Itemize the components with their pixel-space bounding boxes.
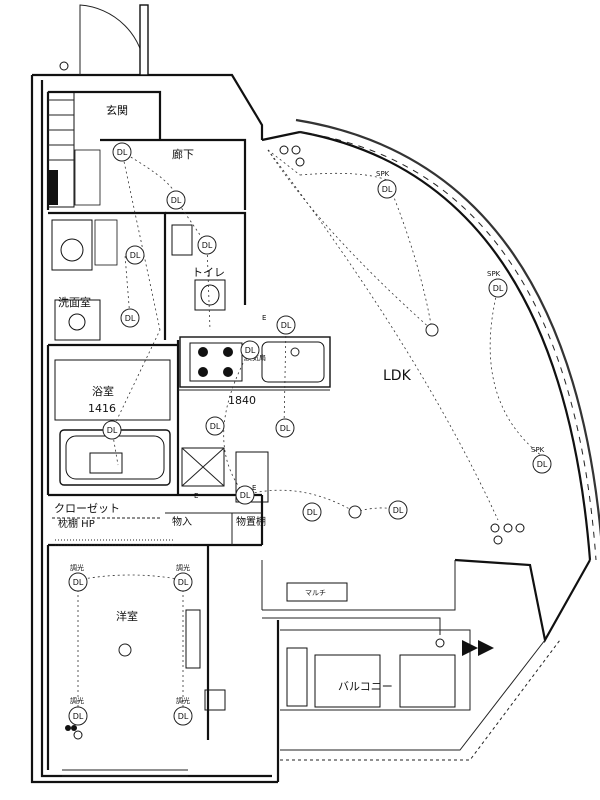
shoe-cabinet xyxy=(47,91,101,208)
dl-bedroom-2: DL xyxy=(173,572,193,592)
dl-bedroom-4: DL xyxy=(173,706,193,726)
dl-bathroom: DL xyxy=(102,420,122,440)
label-kitchen-width: 1840 xyxy=(228,394,256,407)
label-ldk: LDK xyxy=(383,368,412,384)
svg-text:DL: DL xyxy=(178,578,189,587)
spk-label-1: SPK xyxy=(376,170,390,178)
label-entrance: 玄関 xyxy=(106,103,128,117)
svg-text:DL: DL xyxy=(382,185,393,194)
sensor-label-3: E xyxy=(252,484,256,492)
interior-walls xyxy=(46,90,264,770)
closet-shelf xyxy=(52,517,175,546)
svg-text:DL: DL xyxy=(240,491,251,500)
svg-text:DL: DL xyxy=(125,314,136,323)
svg-text:DL: DL xyxy=(281,321,292,330)
sensor-label-2: E xyxy=(194,492,198,500)
sensor-labels: E E E xyxy=(194,314,266,500)
wiring xyxy=(77,149,543,716)
dl-toilet: DL xyxy=(197,235,217,255)
label-closet-sub: 枕棚 HP xyxy=(58,517,95,530)
svg-text:DL: DL xyxy=(178,712,189,721)
dl-ldk-1: DL xyxy=(302,502,322,522)
dl-kitchen-4: DL xyxy=(275,418,295,438)
washroom-fixtures xyxy=(51,219,118,341)
dimmer-label-2: 調光 xyxy=(176,563,190,572)
spk-label-2: SPK xyxy=(487,270,501,278)
dl-hallway: DL xyxy=(166,190,186,210)
dimmer-label-1: 調光 xyxy=(70,563,84,572)
toilet-fixture xyxy=(171,224,226,311)
label-multi: マルチ xyxy=(305,589,326,597)
label-bedroom: 洋室 xyxy=(116,609,138,623)
svg-text:DL: DL xyxy=(202,241,213,250)
label-bath-size: 1416 xyxy=(88,402,116,415)
dl-kitchen-1: DL xyxy=(276,315,296,335)
label-storage: 物入 xyxy=(172,515,192,528)
label-toilet: トイレ xyxy=(192,266,225,279)
svg-text:DL: DL xyxy=(393,506,404,515)
kitchen-storage xyxy=(181,447,269,503)
switches xyxy=(59,61,525,740)
dl-ldk-spk-2: DL xyxy=(488,278,508,298)
svg-text:DL: DL xyxy=(537,460,548,469)
dl-ldk-spk-1: DL xyxy=(377,179,397,199)
svg-text:DL: DL xyxy=(107,426,118,435)
dl-washroom-2: DL xyxy=(120,308,140,328)
balcony xyxy=(280,629,561,761)
plain-lights xyxy=(118,323,439,657)
curved-window-wall xyxy=(295,118,600,561)
svg-text:DL: DL xyxy=(280,424,291,433)
svg-text:DL: DL xyxy=(73,712,84,721)
dl-storage: DL xyxy=(235,485,255,505)
dimmer-label-3: 調光 xyxy=(70,696,84,705)
label-bathroom: 浴室 xyxy=(92,384,114,398)
svg-text:DL: DL xyxy=(210,422,221,431)
label-hallway: 廊下 xyxy=(172,147,194,161)
label-balcony: バルコニー xyxy=(338,680,393,693)
svg-text:DL: DL xyxy=(307,508,318,517)
dl-kitchen-2: DL xyxy=(240,340,260,360)
sensor-label-1: E xyxy=(262,314,266,322)
svg-text:DL: DL xyxy=(493,284,504,293)
dimmer-labels: 調光 調光 調光 調光 xyxy=(70,563,190,705)
downlights: DL DL DL DL DL DL DL DL DL DL DL DL DL D… xyxy=(68,142,552,726)
svg-text:DL: DL xyxy=(245,346,256,355)
dl-bedroom-3: DL xyxy=(68,706,88,726)
speaker-labels: SPK SPK SPK xyxy=(376,170,545,454)
outer-walls xyxy=(30,73,591,784)
label-storage2: 物置棚 xyxy=(236,515,266,528)
room-labels: 玄関 廊下 トイレ 洗面室 浴室 1416 LDK 1840 クローゼット 枕棚… xyxy=(54,103,412,693)
dl-ldk-spk-3: DL xyxy=(532,454,552,474)
dl-ldk-2: DL xyxy=(388,500,408,520)
svg-text:DL: DL xyxy=(171,196,182,205)
entrance-door xyxy=(79,4,149,76)
spk-label-3: SPK xyxy=(531,446,545,454)
multi-panel xyxy=(286,582,348,602)
label-closet: クローゼット xyxy=(54,502,120,515)
dl-entrance: DL xyxy=(112,142,132,162)
dimmer-label-4: 調光 xyxy=(176,696,190,705)
svg-text:DL: DL xyxy=(130,251,141,260)
bedroom-window xyxy=(62,769,188,777)
label-washroom: 洗面室 xyxy=(58,295,91,309)
dl-bedroom-1: DL xyxy=(68,572,88,592)
svg-text:DL: DL xyxy=(117,148,128,157)
svg-text:DL: DL xyxy=(73,578,84,587)
bedroom-wardrobe xyxy=(185,609,226,711)
dl-kitchen-3: DL xyxy=(205,416,225,436)
dl-washroom: DL xyxy=(125,245,145,265)
